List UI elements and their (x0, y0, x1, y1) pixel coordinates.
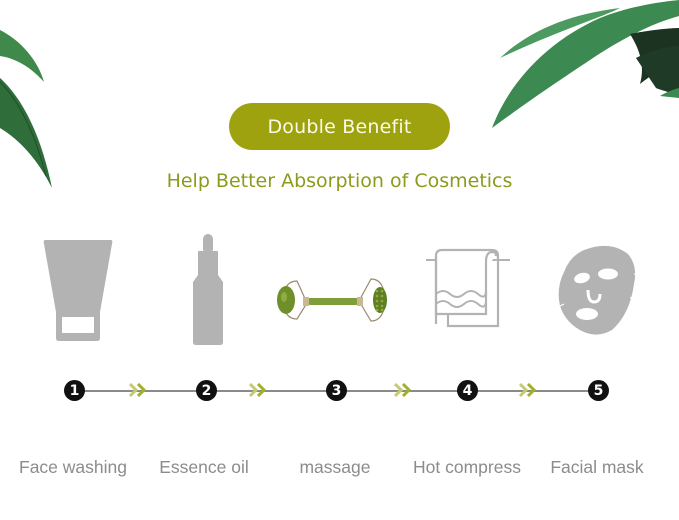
left-leaf-decoration (0, 30, 52, 188)
step-label-hot-compress: Hot compress (413, 457, 521, 477)
chevron-right-icon (394, 383, 412, 397)
step-number-1: 1 (64, 380, 85, 401)
step-number-5: 5 (588, 380, 609, 401)
chevron-right-icon (129, 383, 147, 397)
right-leaf-decoration (492, 0, 679, 128)
step-number-4: 4 (457, 380, 478, 401)
step-label-face-washing: Face washing (19, 457, 127, 477)
step-label-essence-oil: Essence oil (159, 457, 249, 477)
face-wash-tube-icon (43, 240, 113, 341)
step-label-massage: massage (299, 457, 371, 477)
double-benefit-badge: Double Benefit (229, 103, 450, 150)
chevron-right-icon (519, 383, 537, 397)
chevron-right-icon (249, 383, 267, 397)
face-mask-icon (556, 245, 638, 335)
step-number-2: 2 (196, 380, 217, 401)
towel-icon (426, 248, 510, 328)
jade-roller-icon (277, 278, 387, 322)
badge-label: Double Benefit (267, 115, 412, 138)
step-label-facial-mask: Facial mask (550, 457, 644, 477)
subtitle: Help Better Absorption of Cosmetics (166, 170, 513, 192)
dropper-bottle-icon (193, 234, 223, 345)
step-number-3: 3 (326, 380, 347, 401)
